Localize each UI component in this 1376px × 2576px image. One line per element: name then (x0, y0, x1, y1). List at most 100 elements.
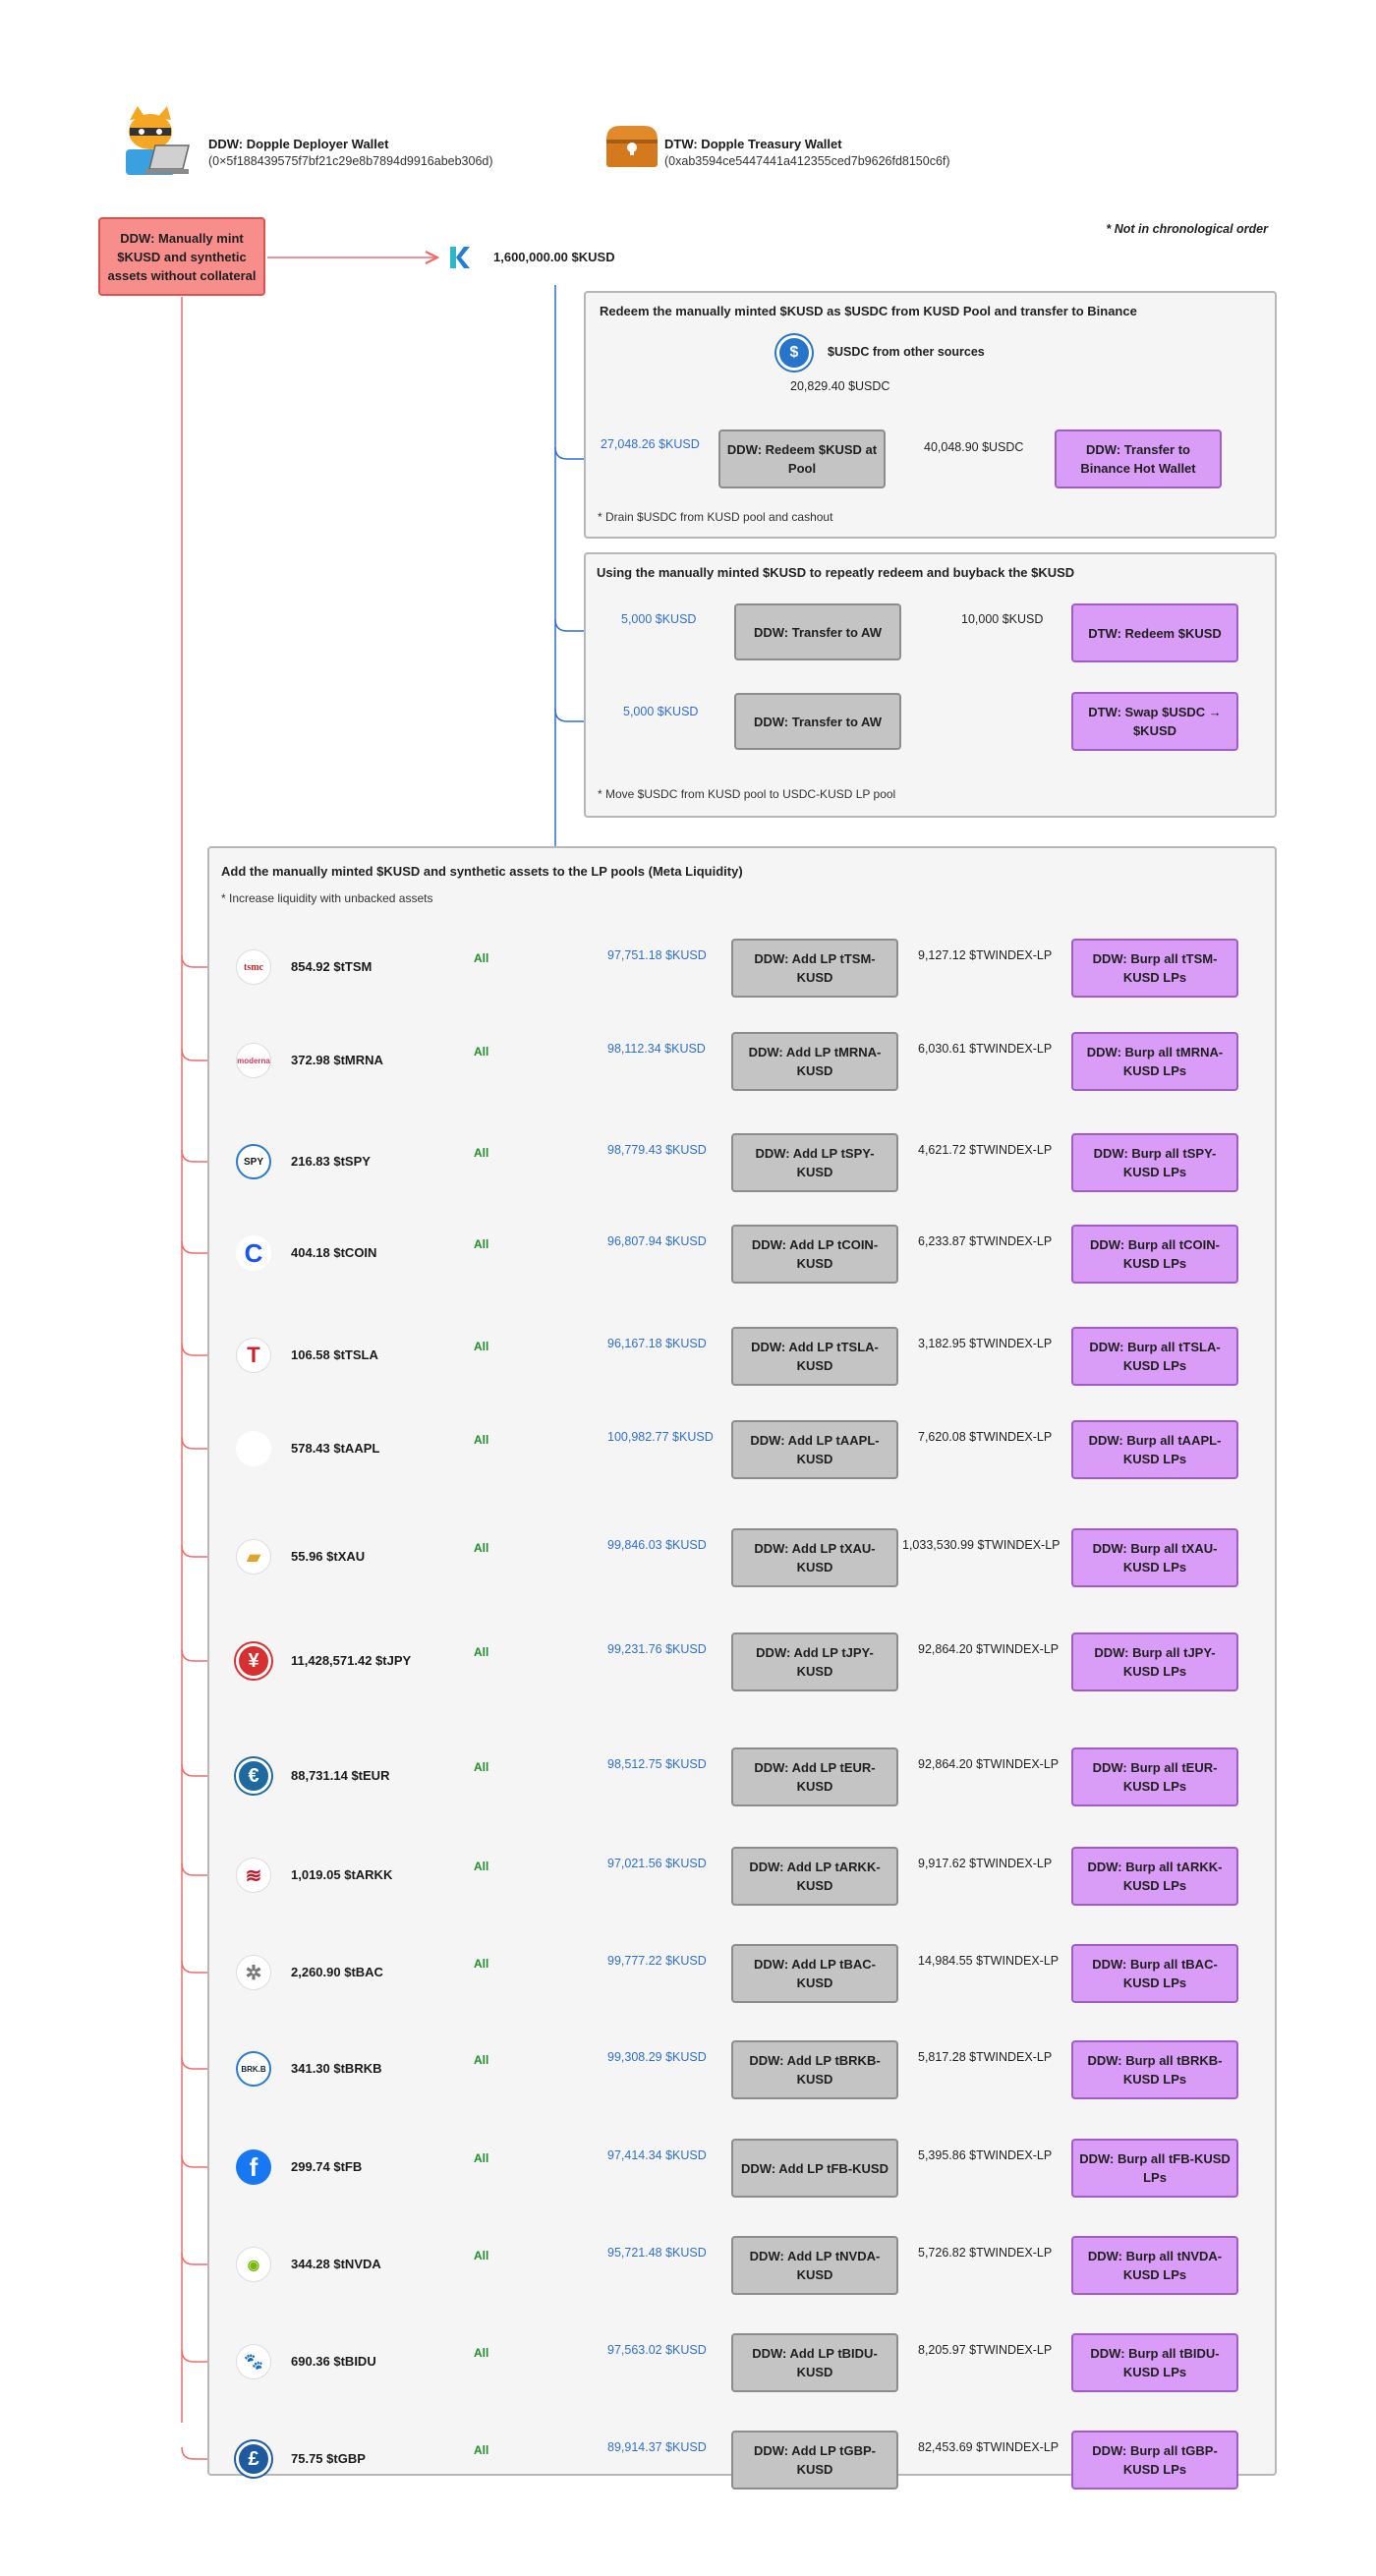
twindex-lp-amount: 7,620.08 $TWINDEX-LP (918, 1430, 1053, 1444)
burp-lp-box: DDW: Burp all tJPY-KUSD LPs (1071, 1632, 1238, 1691)
lp-kusd-amount: 97,751.18 $KUSD (607, 948, 707, 962)
redeem-kusd-amount: 27,048.26 $KUSD (601, 437, 700, 451)
lp-kusd-amount: 97,563.02 $KUSD (607, 2343, 707, 2357)
all-label: All (474, 1045, 489, 1059)
asset-amount: 55.96 $tXAU (291, 1549, 366, 1564)
dtw-redeem-box: DTW: Redeem $KUSD (1071, 603, 1238, 662)
section-buyback-title: Using the manually minted $KUSD to repea… (597, 565, 1075, 580)
all-label: All (474, 1237, 489, 1251)
twindex-lp-amount: 8,205.97 $TWINDEX-LP (918, 2343, 1053, 2357)
all-label: All (474, 2443, 489, 2457)
twindex-lp-amount: 6,233.87 $TWINDEX-LP (918, 1234, 1053, 1248)
add-lp-box: DDW: Add LP tMRNA-KUSD (731, 1032, 898, 1091)
add-lp-box: DDW: Add LP tBAC-KUSD (731, 1944, 898, 2003)
add-lp-box: DDW: Add LP tARKK-KUSD (731, 1847, 898, 1906)
treasury-chest-icon (603, 124, 660, 169)
lp-kusd-amount: 98,512.75 $KUSD (607, 1757, 707, 1771)
add-lp-box: DDW: Add LP tGBP-KUSD (731, 2431, 898, 2490)
section-redeem-title: Redeem the manually minted $KUSD as $USD… (600, 304, 1137, 318)
transfer-amount-2: 5,000 $KUSD (623, 705, 699, 718)
lp-kusd-amount: 98,112.34 $KUSD (607, 1042, 706, 1056)
kusd-icon (440, 240, 476, 275)
brkb-icon: BRK.B (236, 2051, 271, 2087)
twindex-lp-amount: 3,182.95 $TWINDEX-LP (918, 1337, 1053, 1350)
add-lp-box: DDW: Add LP tTSM-KUSD (731, 939, 898, 998)
all-label: All (474, 1860, 489, 1873)
ddw-legend-address: (0×5f188439575f7bf21c29e8b7894d9916abeb3… (208, 154, 493, 168)
asset-amount: 106.58 $tTSLA (291, 1347, 378, 1362)
section-buyback-note: * Move $USDC from KUSD pool to USDC-KUSD… (598, 787, 896, 801)
usdc-source-label: $USDC from other sources (828, 345, 985, 359)
lp-kusd-amount: 100,982.77 $KUSD (607, 1430, 714, 1444)
asset-amount: 854.92 $tTSM (291, 959, 373, 974)
redeem-pool-box: DDW: Redeem $KUSD at Pool (718, 429, 886, 488)
asset-amount: 216.83 $tSPY (291, 1154, 371, 1169)
add-lp-box: DDW: Add LP tEUR-KUSD (731, 1747, 898, 1806)
section-lp-title: Add the manually minted $KUSD and synthe… (221, 864, 743, 879)
section-lp-note: * Increase liquidity with unbacked asset… (221, 891, 433, 905)
twindex-lp-amount: 82,453.69 $TWINDEX-LP (918, 2440, 1060, 2454)
all-label: All (474, 1433, 489, 1447)
asset-amount: 404.18 $tCOIN (291, 1245, 377, 1260)
lp-kusd-amount: 99,308.29 $KUSD (607, 2050, 707, 2064)
burp-lp-box: DDW: Burp all tTSM-KUSD LPs (1071, 939, 1238, 998)
burp-lp-box: DDW: Burp all tBIDU-KUSD LPs (1071, 2333, 1238, 2392)
burp-lp-box: DDW: Burp all tFB-KUSD LPs (1071, 2139, 1238, 2198)
all-label: All (474, 1541, 489, 1555)
twindex-lp-amount: 4,621.72 $TWINDEX-LP (918, 1143, 1053, 1157)
add-lp-box: DDW: Add LP tCOIN-KUSD (731, 1225, 898, 1284)
asset-amount: 344.28 $tNVDA (291, 2257, 381, 2271)
twindex-lp-amount: 1,033,530.99 $TWINDEX-LP (902, 1538, 1061, 1552)
burp-lp-box: DDW: Burp all tNVDA-KUSD LPs (1071, 2236, 1238, 2295)
dtw-legend-title: DTW: Dopple Treasury Wallet (664, 137, 842, 151)
ddw-avatar-icon (116, 106, 195, 179)
mint-box: DDW: Manually mint $KUSD and synthetic a… (98, 217, 265, 296)
ark-icon: ≋ (236, 1858, 271, 1893)
twindex-lp-amount: 9,917.62 $TWINDEX-LP (918, 1857, 1053, 1870)
asset-amount: 690.36 $tBIDU (291, 2354, 376, 2369)
burp-lp-box: DDW: Burp all tMRNA-KUSD LPs (1071, 1032, 1238, 1091)
asset-amount: 578.43 $tAAPL (291, 1441, 380, 1456)
all-label: All (474, 951, 489, 965)
twindex-lp-amount: 5,395.86 $TWINDEX-LP (918, 2148, 1053, 2162)
transfer-aw-box-1: DDW: Transfer to AW (734, 603, 901, 660)
all-label: All (474, 1645, 489, 1659)
add-lp-box: DDW: Add LP tSPY-KUSD (731, 1133, 898, 1192)
add-lp-box: DDW: Add LP tBRKB-KUSD (731, 2040, 898, 2099)
all-label: All (474, 1957, 489, 1971)
asset-amount: 372.98 $tMRNA (291, 1053, 383, 1067)
lp-kusd-amount: 99,777.22 $KUSD (607, 1954, 707, 1968)
all-label: All (474, 2346, 489, 2360)
merged-kusd-amount: 10,000 $KUSD (961, 612, 1044, 626)
twindex-lp-amount: 92,864.20 $TWINDEX-LP (918, 1757, 1060, 1771)
section-redeem-panel (584, 291, 1277, 539)
burp-lp-box: DDW: Burp all tTSLA-KUSD LPs (1071, 1327, 1238, 1386)
all-label: All (474, 1760, 489, 1774)
tesla-icon: T (236, 1338, 271, 1373)
facebook-icon: f (236, 2149, 271, 2185)
twindex-lp-amount: 14,984.55 $TWINDEX-LP (918, 1954, 1060, 1968)
all-label: All (474, 2053, 489, 2067)
dtw-swap-box: DTW: Swap $USDC → $KUSD (1071, 692, 1238, 751)
burp-lp-box: DDW: Burp all tGBP-KUSD LPs (1071, 2431, 1238, 2490)
pound-icon: £ (236, 2441, 271, 2477)
asset-amount: 1,019.05 $tARKK (291, 1867, 393, 1882)
transfer-amount-1: 5,000 $KUSD (621, 612, 697, 626)
lp-kusd-amount: 98,779.43 $KUSD (607, 1143, 707, 1157)
burp-lp-box: DDW: Burp all tCOIN-KUSD LPs (1071, 1225, 1238, 1284)
coinbase-icon: C (236, 1235, 271, 1271)
bac-icon: ✲ (236, 1955, 271, 1990)
section-redeem-note: * Drain $USDC from KUSD pool and cashout (598, 510, 833, 524)
lp-kusd-amount: 99,231.76 $KUSD (607, 1642, 707, 1656)
burp-lp-box: DDW: Burp all tBAC-KUSD LPs (1071, 1944, 1238, 2003)
gold-icon: ▰ (236, 1539, 271, 1574)
burp-lp-box: DDW: Burp all tSPY-KUSD LPs (1071, 1133, 1238, 1192)
dtw-legend-address: (0xab3594ce5447441a412355ced7b9626fd8150… (664, 154, 950, 168)
usdc-source-amount: 20,829.40 $USDC (790, 379, 890, 393)
binance-transfer-box: DDW: Transfer to Binance Hot Wallet (1055, 429, 1222, 488)
add-lp-box: DDW: Add LP tBIDU-KUSD (731, 2333, 898, 2392)
twindex-lp-amount: 5,726.82 $TWINDEX-LP (918, 2246, 1053, 2260)
add-lp-box: DDW: Add LP tFB-KUSD (731, 2139, 898, 2198)
add-lp-box: DDW: Add LP tTSLA-KUSD (731, 1327, 898, 1386)
twindex-lp-amount: 9,127.12 $TWINDEX-LP (918, 948, 1053, 962)
